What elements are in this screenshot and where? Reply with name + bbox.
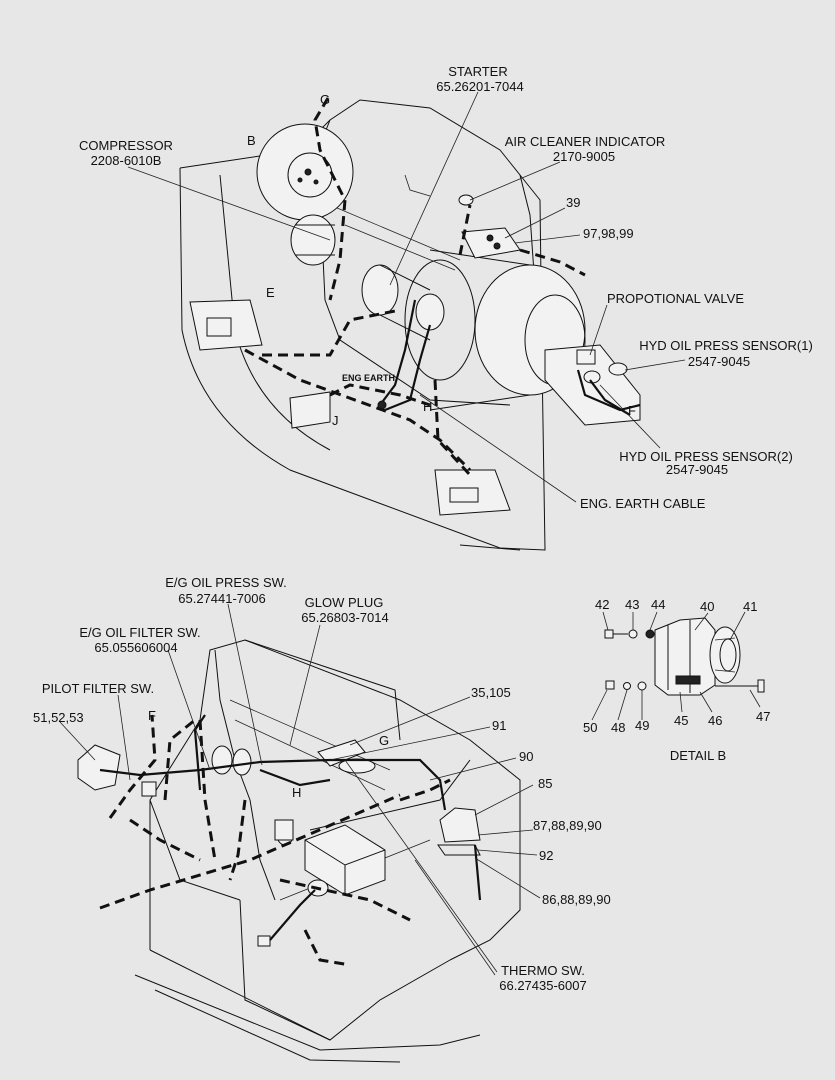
upper-leader-lines bbox=[127, 91, 686, 503]
detail-b-leader-lines bbox=[591, 611, 761, 721]
callout-44: 44 bbox=[651, 597, 665, 612]
thermo-sw-part-number: 66.27435-6007 bbox=[499, 978, 586, 993]
callout-e: E bbox=[266, 285, 275, 300]
upper-labels: STARTER 65.26201-7044 AIR CLEANER INDICA… bbox=[79, 64, 813, 511]
callout-g-lower: G bbox=[379, 733, 389, 748]
hyd-sensor-1-label: HYD OIL PRESS SENSOR(1) bbox=[639, 338, 813, 353]
glow-plug-label: GLOW PLUG bbox=[305, 595, 384, 610]
callout-h: H bbox=[423, 399, 432, 414]
pilot-filter-label: PILOT FILTER SW. bbox=[42, 681, 154, 696]
callout-42: 42 bbox=[595, 597, 609, 612]
callout-46: 46 bbox=[708, 713, 722, 728]
starter-label: STARTER bbox=[448, 64, 507, 79]
eg-oil-press-part-number: 65.27441-7006 bbox=[178, 591, 265, 606]
callout-47: 47 bbox=[756, 709, 770, 724]
callout-j: J bbox=[332, 413, 339, 428]
upper-engine-drawing bbox=[179, 97, 641, 551]
eng-earth-label: ENG EARTH bbox=[342, 373, 395, 383]
callout-86-88-89-90: 86,88,89,90 bbox=[542, 892, 611, 907]
callout-87-88-89-90: 87,88,89,90 bbox=[533, 818, 602, 833]
callout-h-lower: H bbox=[292, 785, 301, 800]
starter-part-number: 65.26201-7044 bbox=[436, 79, 523, 94]
eg-oil-filter-part-number: 65.055606004 bbox=[94, 640, 177, 655]
callout-39: 39 bbox=[566, 195, 580, 210]
callout-50: 50 bbox=[583, 720, 597, 735]
detail-b-labels: 42 43 44 40 41 50 48 49 45 46 47 DETAIL … bbox=[583, 597, 770, 763]
compressor-part-number: 2208-6010B bbox=[91, 153, 162, 168]
callout-97-98-99: 97,98,99 bbox=[583, 226, 634, 241]
eg-oil-press-label: E/G OIL PRESS SW. bbox=[165, 575, 287, 590]
lower-engine-drawing bbox=[77, 639, 521, 1063]
callout-45: 45 bbox=[674, 713, 688, 728]
detail-b-title: DETAIL B bbox=[670, 748, 726, 763]
callout-41: 41 bbox=[743, 599, 757, 614]
callout-90: 90 bbox=[519, 749, 533, 764]
callout-f-lower: F bbox=[148, 708, 156, 723]
callout-48: 48 bbox=[611, 720, 625, 735]
thermo-sw-label: THERMO SW. bbox=[501, 963, 585, 978]
prop-valve-label: PROPOTIONAL VALVE bbox=[607, 291, 744, 306]
callout-40: 40 bbox=[700, 599, 714, 614]
callout-51-52-53: 51,52,53 bbox=[33, 710, 84, 725]
callout-85: 85 bbox=[538, 776, 552, 791]
compressor-label: COMPRESSOR bbox=[79, 138, 173, 153]
hyd-sensor-1-part-number: 2547-9045 bbox=[688, 354, 750, 369]
hyd-sensor-2-label: HYD OIL PRESS SENSOR(2) bbox=[619, 449, 793, 464]
hyd-sensor-2-part-number: 2547-9045 bbox=[666, 462, 728, 477]
air-cleaner-part-number: 2170-9005 bbox=[553, 149, 615, 164]
callout-b: B bbox=[247, 133, 256, 148]
lower-leader-lines bbox=[59, 603, 541, 976]
callout-43: 43 bbox=[625, 597, 639, 612]
eg-oil-filter-label: E/G OIL FILTER SW. bbox=[79, 625, 200, 640]
detail-b-drawing bbox=[604, 617, 765, 696]
callout-91: 91 bbox=[492, 718, 506, 733]
callout-f: F bbox=[628, 403, 636, 418]
lower-labels: E/G OIL PRESS SW. 65.27441-7006 GLOW PLU… bbox=[33, 575, 611, 993]
callout-35-105: 35,105 bbox=[471, 685, 511, 700]
callout-92: 92 bbox=[539, 848, 553, 863]
air-cleaner-label: AIR CLEANER INDICATOR bbox=[505, 134, 666, 149]
callout-49: 49 bbox=[635, 718, 649, 733]
callout-g: G bbox=[320, 92, 330, 107]
eng-earth-cable-label: ENG. EARTH CABLE bbox=[580, 496, 706, 511]
glow-plug-part-number: 65.26803-7014 bbox=[301, 610, 388, 625]
